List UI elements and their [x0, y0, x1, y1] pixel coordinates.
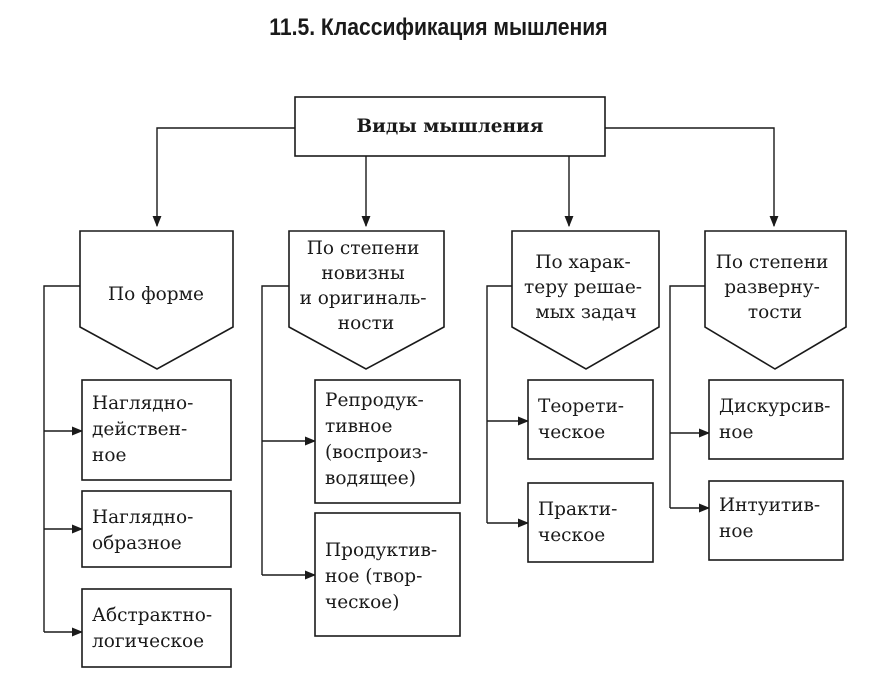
- label-line: теру решае-: [524, 277, 642, 298]
- label-line: По степени: [716, 252, 829, 273]
- root-connector-right: [605, 127, 779, 228]
- item-visual-figurative-label: Наглядно- образное: [92, 507, 199, 554]
- label-line: ческое): [325, 592, 399, 613]
- category-form-bracket: [43, 285, 80, 632]
- category-task-nature-bracket: [486, 285, 512, 523]
- label-line: ческое: [538, 525, 605, 546]
- label-line: Теорети-: [538, 396, 624, 417]
- label-line: По харак-: [535, 252, 630, 273]
- item-abstract-logical-label: Абстрактно- логическое: [92, 605, 218, 652]
- category-expansion-node: [704, 230, 847, 370]
- page-title: 11.5. Классификация мышления: [269, 14, 608, 41]
- item-intuitive-box: [708, 480, 844, 561]
- item-intuitive-label: Интуитив- ное: [719, 495, 826, 542]
- label-line: и оригиналь-: [300, 288, 427, 309]
- label-line: ное: [92, 445, 126, 466]
- item-visual-figurative-box: [81, 490, 232, 568]
- item-reproductive-label: Репродук- тивное (воспроиз- водящее): [325, 390, 434, 489]
- category-form-label: По форме: [108, 284, 204, 305]
- label-line: Интуитив-: [719, 495, 820, 516]
- label-line: мых задач: [535, 302, 636, 323]
- root-box: [294, 96, 606, 157]
- label-line: Наглядно-: [92, 507, 193, 528]
- label-line: Репродук-: [325, 390, 424, 411]
- category-novelty-node: [288, 230, 445, 370]
- root-label: Виды мышления: [357, 116, 544, 137]
- label-line: новизны: [321, 263, 405, 284]
- item-practical-box: [527, 482, 654, 563]
- label-line: Абстрактно-: [92, 605, 212, 626]
- label-line: (воспроиз-: [325, 442, 428, 463]
- label-line: тивное: [325, 416, 392, 437]
- item-practical-label: Практи- ческое: [538, 499, 623, 546]
- label-line: Наглядно-: [92, 393, 193, 414]
- category-expansion-bracket: [669, 285, 705, 508]
- category-novelty-label: По степени новизны и оригиналь- ности: [300, 238, 433, 334]
- label-line: логическое: [92, 631, 204, 652]
- label-line: По степени: [307, 238, 420, 259]
- label-line: ности: [338, 313, 394, 334]
- root-connector-left: [152, 127, 295, 228]
- item-discursive-label: Дискурсив- ное: [719, 396, 836, 443]
- category-expansion-label: По степени разверну- тости: [716, 252, 835, 323]
- label-line: образное: [92, 533, 182, 554]
- label-line: ное: [719, 422, 753, 443]
- item-theoretical-box: [527, 379, 654, 460]
- label-line: Продуктив-: [325, 540, 437, 561]
- category-form-node: [79, 230, 234, 370]
- category-task-nature-label: По харак- теру решае- мых задач: [524, 252, 648, 323]
- label-line: ческое: [538, 422, 605, 443]
- item-discursive-box: [708, 379, 844, 460]
- category-form-label-line: По форме: [108, 284, 204, 305]
- item-visual-active-label: Наглядно- действен- ное: [92, 393, 199, 466]
- label-line: водящее): [325, 468, 416, 489]
- item-productive-box: [314, 512, 461, 637]
- label-line: тости: [748, 302, 802, 323]
- label-line: ное: [719, 521, 753, 542]
- category-task-nature-node: [511, 230, 660, 370]
- item-reproductive-box: [314, 379, 461, 504]
- label-line: действен-: [92, 419, 187, 440]
- label-line: Дискурсив-: [719, 396, 830, 417]
- label-line: Практи-: [538, 499, 617, 520]
- category-novelty-bracket: [261, 285, 289, 575]
- item-abstract-logical-box: [81, 588, 232, 668]
- item-theoretical-label: Теорети- ческое: [538, 396, 630, 443]
- label-line: ное (твор-: [325, 566, 422, 587]
- item-productive-label: Продуктив- ное (твор- ческое): [325, 540, 443, 613]
- item-visual-active-box: [81, 379, 232, 481]
- label-line: разверну-: [724, 277, 820, 298]
